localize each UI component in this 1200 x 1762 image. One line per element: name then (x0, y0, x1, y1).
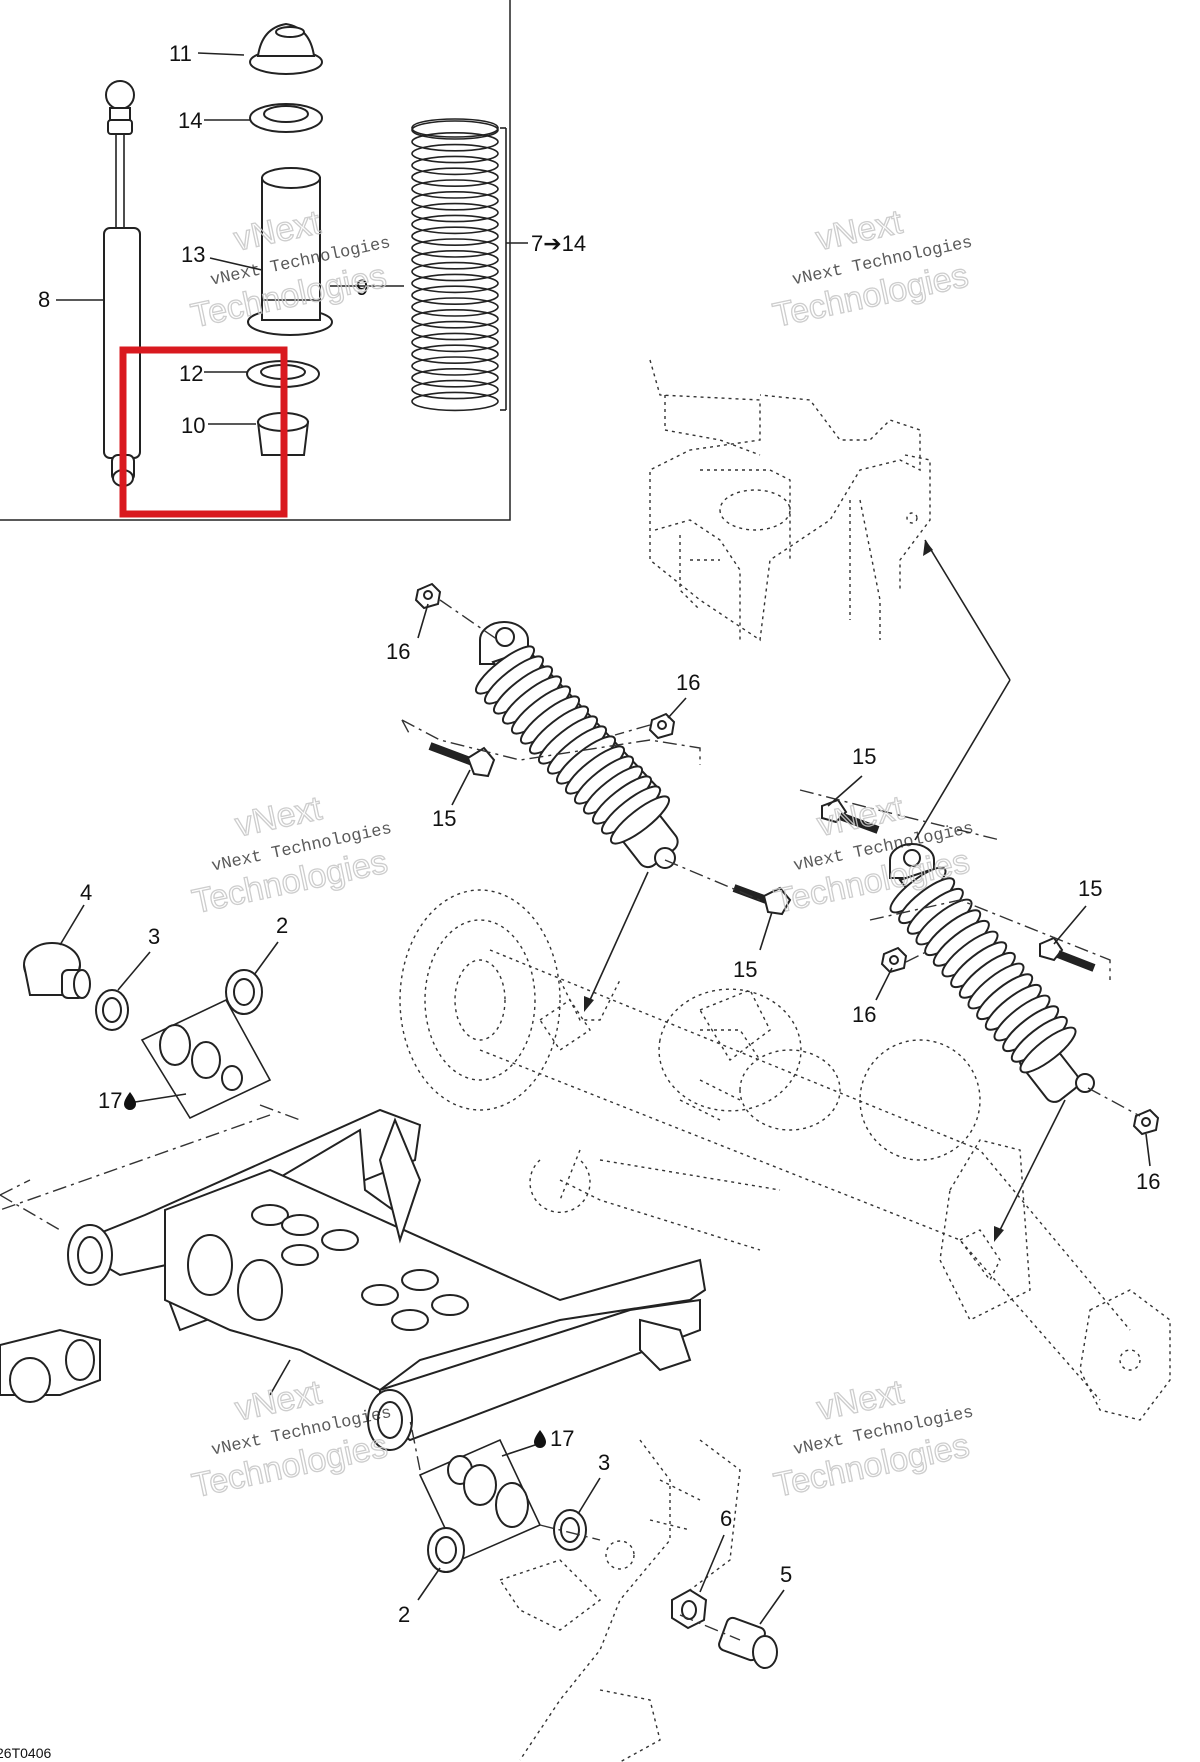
callout-17-top: 17 (98, 1088, 122, 1113)
callout-3-top: 3 (148, 924, 160, 949)
mount-arrow (914, 539, 1011, 841)
seal-3-top[interactable] (95, 989, 129, 1031)
watermark: vNext vNext Technologies Technologies (188, 789, 393, 922)
callout-8: 8 (38, 287, 50, 312)
bolt-15-c[interactable] (732, 884, 792, 916)
watermark: vNext vNext Technologies Technologies (187, 203, 392, 336)
callout-16-c: 16 (852, 1002, 876, 1027)
spring-cap-11[interactable] (249, 22, 323, 75)
watermark: vNext vNext Technologies Technologies (769, 202, 974, 335)
callout-15-d: 15 (1078, 876, 1102, 901)
rear-shock-left[interactable] (470, 621, 681, 871)
callout-9: 9 (356, 275, 368, 300)
callout-13: 13 (181, 242, 205, 267)
callout-6: 6 (720, 1506, 732, 1531)
bearing-2-bottom[interactable] (427, 1527, 465, 1573)
bearing-kit-top[interactable] (140, 998, 272, 1120)
nut-16-d[interactable] (1132, 1108, 1160, 1136)
callout-11: 11 (169, 41, 192, 66)
callout-12: 12 (179, 361, 203, 386)
callout-15-a: 15 (432, 806, 456, 831)
callout-3-bottom: 3 (598, 1450, 610, 1475)
callout-2-top: 2 (276, 913, 288, 938)
chassis-frame-bottom (498, 1439, 741, 1762)
washer-14[interactable] (249, 103, 323, 133)
callout-16-b: 16 (676, 670, 700, 695)
nut-16-c[interactable] (880, 946, 908, 974)
seal-3-bottom[interactable] (553, 1509, 587, 1551)
rear-axle-assembly (399, 889, 1171, 1421)
nut-16-a[interactable] (414, 582, 442, 610)
inset-leader-lines (56, 52, 528, 425)
callout-leaders (59, 603, 1151, 1625)
callout-4: 4 (80, 880, 92, 905)
inset-frame (0, 0, 511, 521)
coil-spring-9[interactable] (411, 118, 499, 412)
chassis-frame-top (649, 359, 931, 642)
callout-16-a: 16 (386, 639, 410, 664)
nut-16-b[interactable] (648, 712, 676, 740)
callout-2-bottom: 2 (398, 1602, 410, 1627)
callout-10: 10 (181, 413, 205, 438)
shock-to-axle-arrows (584, 871, 1066, 1242)
bolt-15-d[interactable] (1039, 936, 1096, 972)
callout-5: 5 (780, 1562, 792, 1587)
rear-shock-right[interactable] (885, 843, 1095, 1106)
nut-6[interactable] (671, 1588, 708, 1630)
reference-code: 26T0406 (0, 1745, 51, 1761)
callout-15-c: 15 (733, 957, 757, 982)
assembly-lines-lower (0, 1104, 741, 1641)
bearing-2-top[interactable] (225, 969, 263, 1015)
swing-arm[interactable] (67, 1108, 707, 1451)
callout-7-14: 7➔14 (531, 231, 586, 256)
drive-shaft-coupling[interactable] (0, 1328, 101, 1403)
watermark: vNext vNext Technologies Technologies (770, 1372, 975, 1505)
grease-drop-icon (534, 1430, 546, 1448)
highlight-box (119, 346, 288, 518)
pivot-bushing-4[interactable] (23, 942, 91, 999)
callout-14: 14 (178, 108, 202, 133)
bushing-5[interactable] (717, 1616, 778, 1669)
callout-15-b: 15 (852, 744, 876, 769)
bump-stop-bellows-13[interactable] (247, 167, 333, 336)
grease-drop-icon (124, 1092, 136, 1110)
assembly-lines (401, 599, 1141, 1117)
callout-16-d: 16 (1136, 1169, 1160, 1194)
callout-17-bottom: 17 (550, 1426, 574, 1451)
